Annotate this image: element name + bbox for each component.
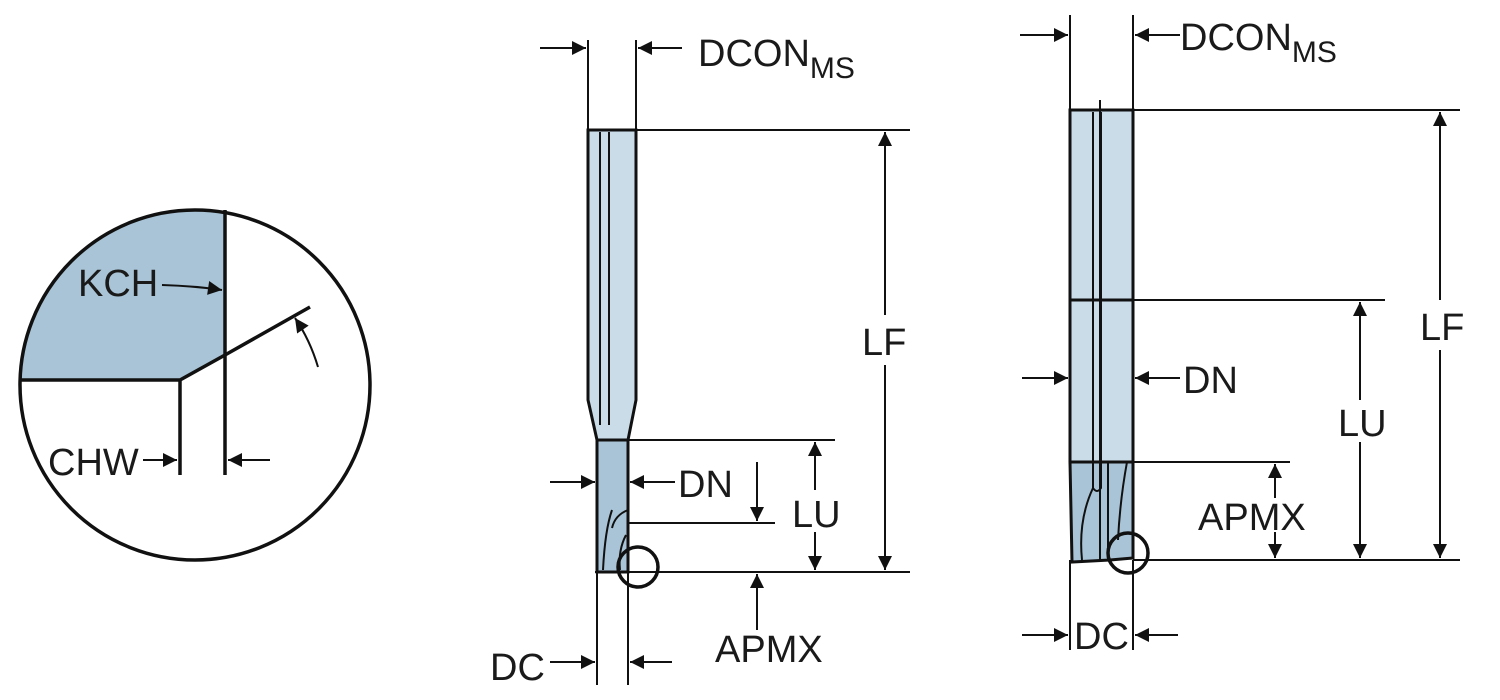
detail-callout-circle [1106, 531, 1150, 575]
lf-label: LF [1420, 307, 1464, 349]
apmx-label: APMX [1198, 497, 1306, 539]
dn-label: DN [1183, 360, 1238, 402]
lu-label: LU [1338, 403, 1387, 445]
chamfer-region [20, 210, 225, 380]
dcon-label: DCONMS [1180, 17, 1337, 69]
apmx-label: APMX [715, 629, 823, 671]
chamfer-detail: KCH CHW [18, 208, 372, 562]
kch-label: KCH [78, 263, 158, 305]
lu-label: LU [792, 494, 841, 536]
angle-arrow [294, 317, 319, 368]
lf-label: LF [862, 322, 906, 364]
dcon-label: DCONMS [698, 33, 855, 85]
tool-long: DCONMS LF LU DN APMX DC [1020, 15, 1464, 658]
dc-label: DC [490, 647, 545, 689]
detail-callout-circle [616, 545, 660, 589]
dc-label: DC [1074, 616, 1129, 658]
dn-label: DN [678, 464, 733, 506]
tool-short: DCONMS LF LU DN APMX DC [490, 33, 910, 689]
chw-label: CHW [48, 442, 139, 484]
detail-circle [18, 208, 372, 562]
